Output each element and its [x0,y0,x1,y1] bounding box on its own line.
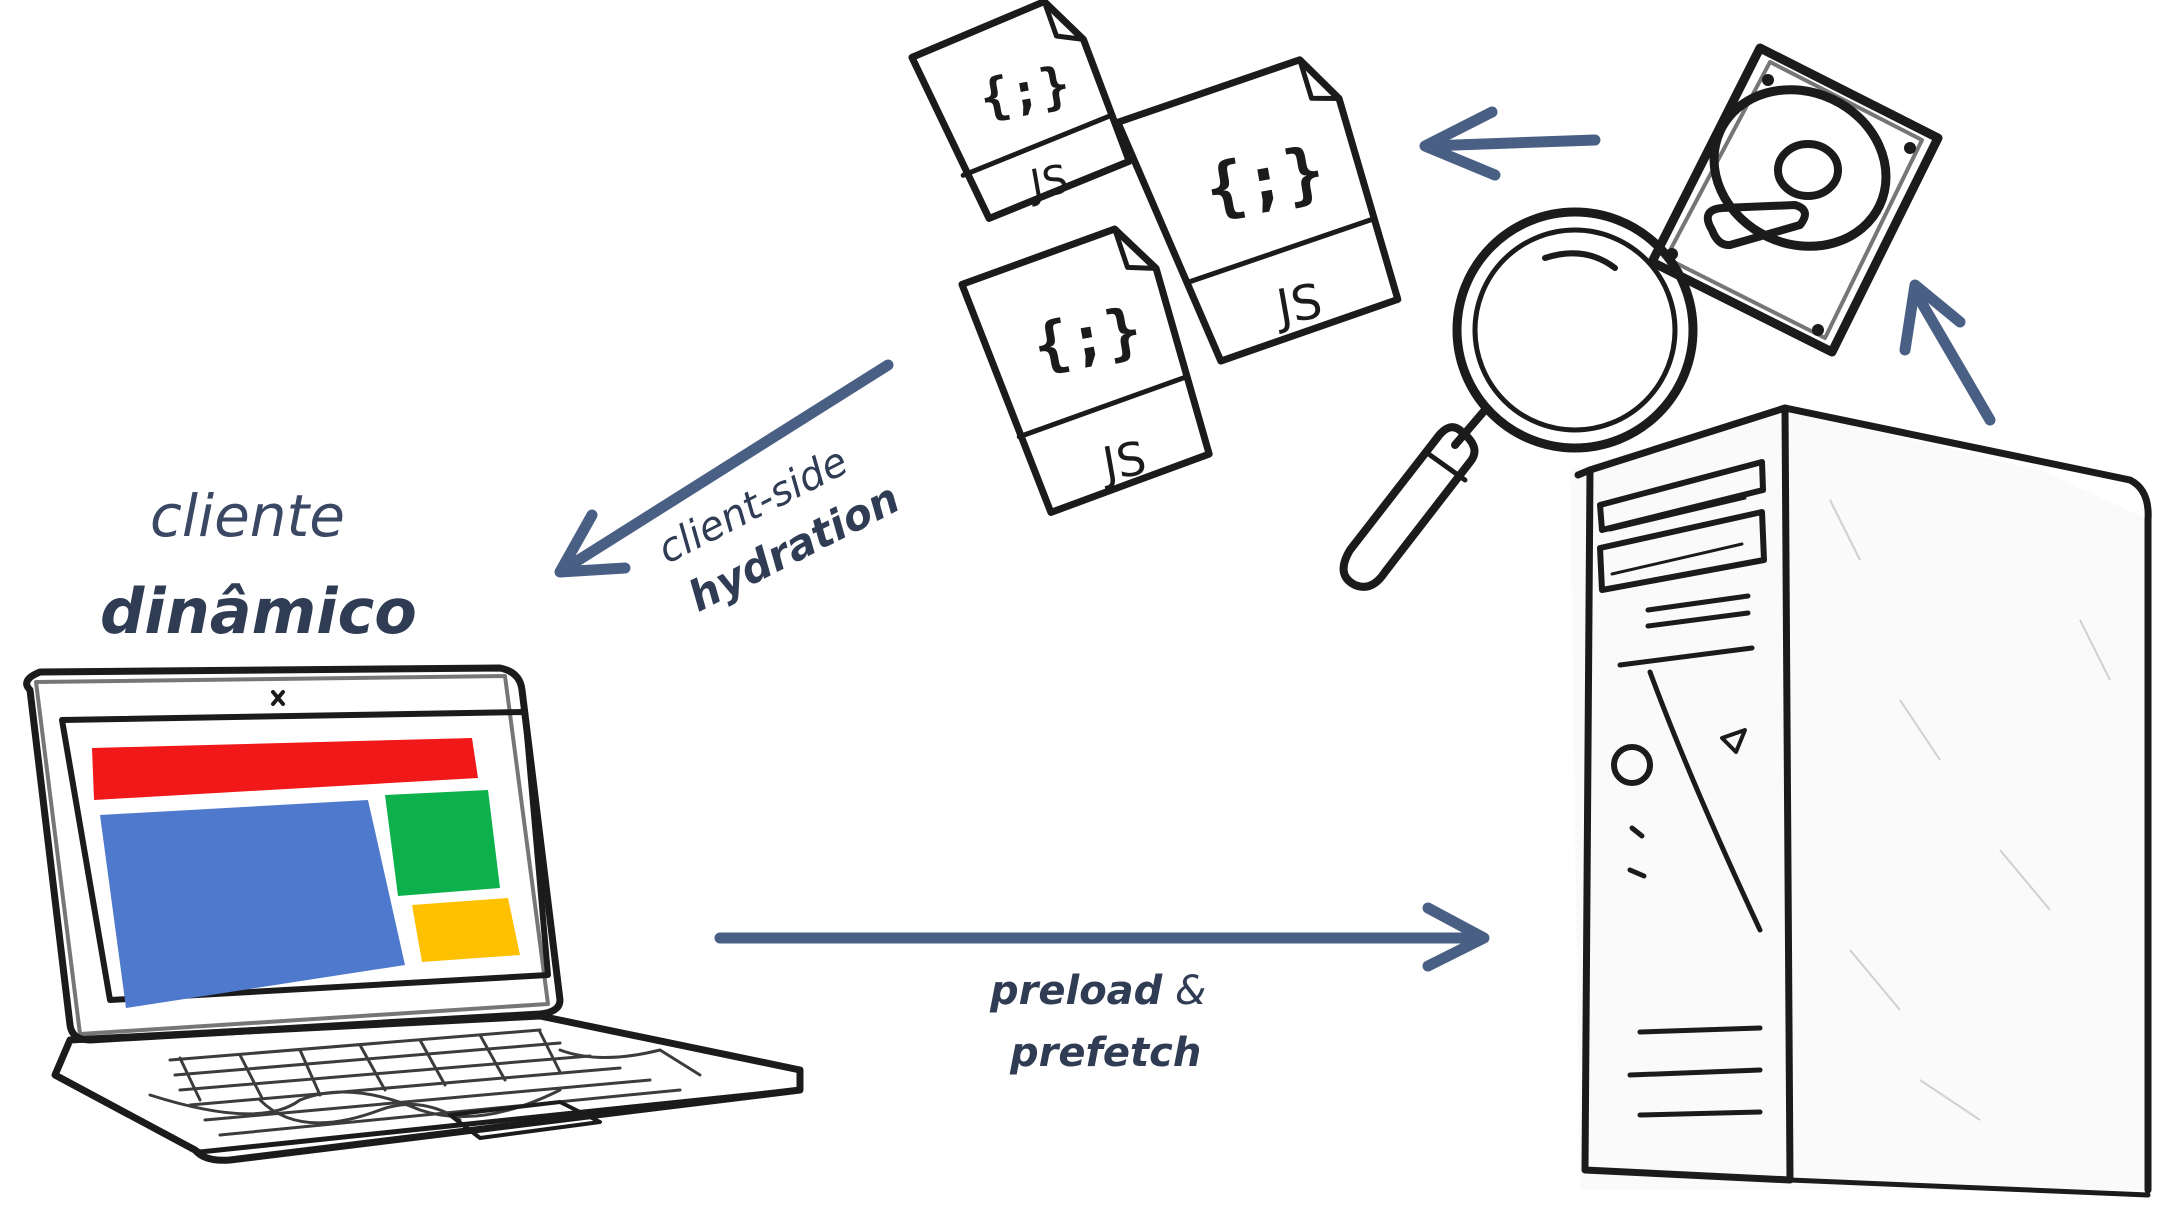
laptop-icon [23,664,804,1164]
magnifier-icon [1339,207,1698,591]
screen-header-block [92,738,478,800]
js-file-icon: {;} JS [908,0,1133,222]
js-file-braces: {;} [975,55,1074,128]
js-file-braces: {;} [1028,295,1147,383]
arrow-server-to-drive [1899,279,1996,426]
hard-drive-icon [1647,43,1943,357]
arrow-preload [714,902,1490,972]
arrow-drive-to-files [1419,106,1601,181]
preload-label-line2: prefetch [1010,1030,1202,1076]
screen-small-block [412,898,520,962]
js-file-braces: {;} [1199,132,1330,229]
arrow-hydration [554,359,894,578]
client-label-line1: cliente [150,482,345,550]
server-tower-icon [1570,404,2152,1198]
screen-side-block [385,790,500,896]
js-file-icon: {;} JS [1114,56,1402,365]
client-label-line2: dinâmico [100,575,417,648]
js-file-label: JS [1270,273,1327,336]
preload-word: preload [990,968,1163,1014]
ampersand: & [1175,968,1207,1014]
preload-label-line1: preload & [990,968,1206,1014]
screen-main-block [100,800,405,1008]
js-file-label: JS [1096,431,1150,492]
